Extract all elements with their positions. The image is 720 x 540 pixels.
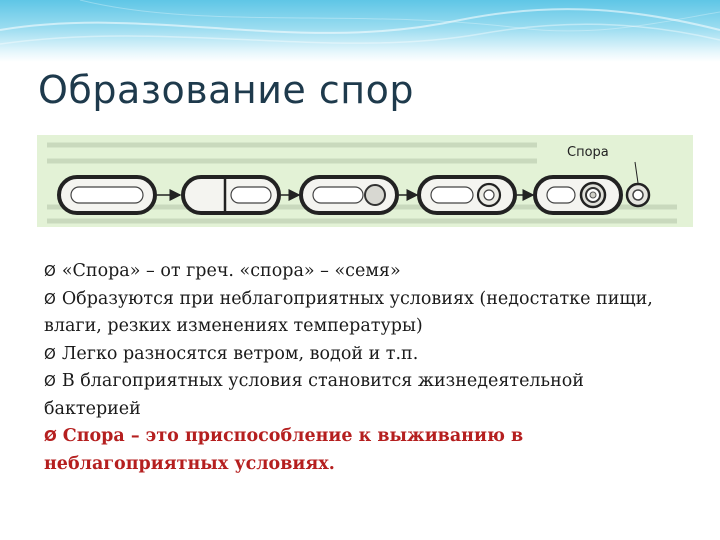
bacterium-stage-4 (417, 175, 517, 215)
decorative-header-band (0, 0, 720, 62)
conclusion-text: Спора – это приспособление к выживанию в… (44, 426, 524, 474)
bullet-text: Образуются при неблагоприятных условиях … (44, 288, 653, 337)
bacteria-stages-illustration (47, 142, 677, 224)
bacterium-stage-2 (181, 175, 281, 215)
slide-title: Образование спор (38, 68, 414, 112)
bullet-arrow-icon: Ø (44, 262, 56, 280)
spore-label: Спора (567, 145, 609, 160)
bullet-arrow-icon: Ø (44, 344, 56, 363)
bullet-text: В благоприятных условия становится жизне… (44, 371, 584, 419)
bullet-arrow-icon: Ø (44, 372, 56, 390)
header-wave-decoration (0, 0, 720, 45)
bullet-arrow-icon: Ø (44, 289, 56, 308)
bullet-item: Ø «Спора» – от греч. «спора» – «семя» (44, 258, 684, 286)
bullet-text: «Спора» – от греч. «спора» – «семя» (61, 261, 401, 281)
bullet-item: Ø Легко разносятся ветром, водой и т.п. (44, 341, 684, 369)
bacterium-stage-1 (57, 175, 157, 215)
bullet-arrow-icon: Ø (44, 427, 57, 445)
bullet-text: Легко разносятся ветром, водой и т.п. (61, 343, 419, 364)
free-spore (625, 161, 651, 208)
spore-formation-figure: Спора (37, 135, 693, 227)
bacterium-stage-3 (299, 175, 399, 215)
bacterium-stage-5 (533, 175, 623, 215)
